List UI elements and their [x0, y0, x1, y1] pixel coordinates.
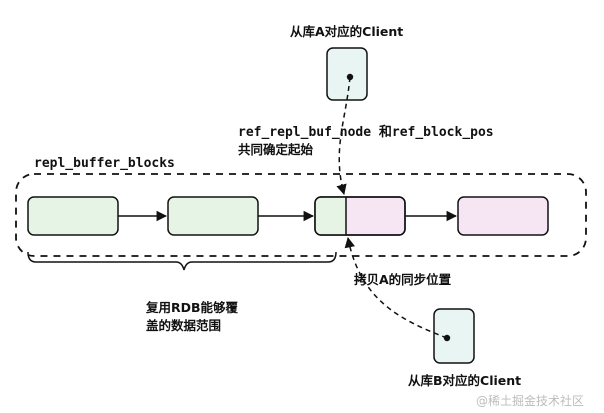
rdb-range-label-line1: 复用RDB能够覆 [146, 300, 239, 315]
rdb-range-brace [27, 251, 337, 271]
client-b-box [433, 308, 475, 364]
ref-pointer-label-line2: 共同确定起始 [238, 142, 314, 157]
client-a-box [326, 47, 368, 101]
buffer-block-3-green-part [315, 197, 346, 235]
ref-pointer-label-line1: ref_repl_buf_node 和ref_block_pos [238, 125, 494, 140]
client-a-label: 从库A对应的Client [290, 24, 404, 39]
repl-buffer-blocks-container [15, 173, 587, 257]
buffer-block-4 [457, 196, 549, 236]
client-b-pointer [344, 236, 448, 339]
rdb-range-label-line2: 盖的数据范围 [146, 318, 222, 333]
buffer-block-2 [167, 196, 259, 236]
client-b-label: 从库B对应的Client [408, 373, 522, 388]
copy-a-position-label: 拷贝A的同步位置 [354, 272, 452, 287]
client-a-pointer [336, 76, 351, 196]
buffer-block-1 [27, 196, 119, 236]
watermark: @稀土掘金技术社区 [476, 394, 585, 408]
container-label: repl_buffer_blocks [30, 156, 179, 172]
